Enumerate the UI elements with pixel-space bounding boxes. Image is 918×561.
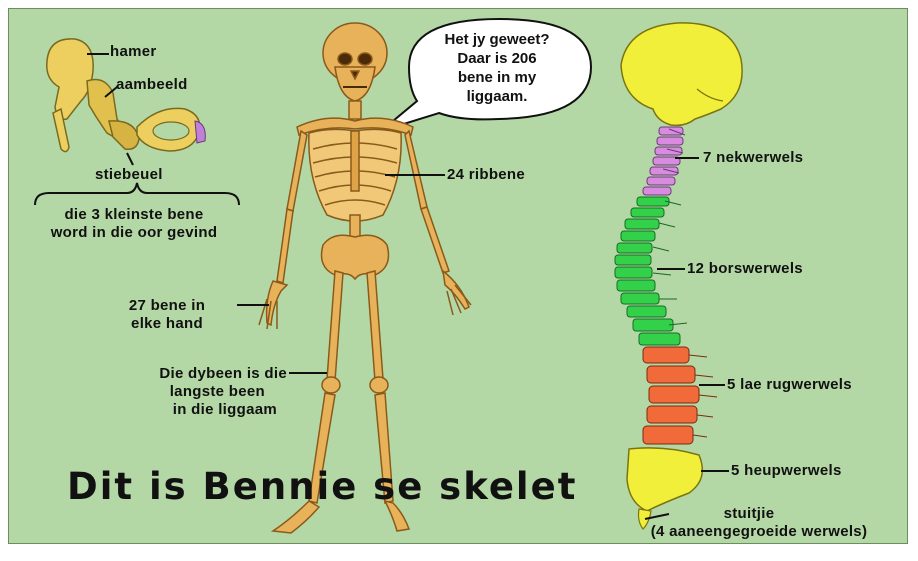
ear-caption: die 3 kleinste bene word in die oor gevi… — [9, 206, 259, 242]
label-hand-line1: 27 bene in — [97, 297, 237, 315]
label-femur-line2: langste been — [69, 383, 265, 401]
label-hand-line2: elke hand — [97, 315, 237, 333]
label-lumbar: 5 lae rugwerwels — [727, 376, 852, 394]
label-femur-line3: in die liggaam — [69, 401, 277, 419]
bubble-line4: liggaam. — [411, 87, 583, 106]
ear-caption-line1: die 3 kleinste bene — [9, 206, 259, 224]
ear-caption-line2: word in die oor gevind — [9, 224, 259, 242]
label-hand-bones: 27 bene in elke hand — [97, 297, 237, 333]
label-stirrup: stiebeuel — [95, 166, 163, 184]
label-ribs: 24 ribbene — [447, 166, 525, 184]
label-hammer: hamer — [110, 43, 157, 61]
label-coccyx: stuitjie (4 aaneengegroeide werwels) — [611, 505, 907, 541]
label-anvil: aambeeld — [116, 76, 188, 94]
label-sacrum: 5 heupwerwels — [731, 462, 842, 480]
bubble-text: Het jy geweet? Daar is 206 bene in my li… — [411, 30, 583, 106]
label-cervical: 7 nekwerwels — [703, 149, 803, 167]
diagram-title: Dit is Bennie se skelet — [67, 465, 577, 508]
label-coccyx-line1: stuitjie — [591, 505, 907, 523]
bubble-line3: bene in my — [411, 68, 583, 87]
label-femur-line1: Die dybeen is die — [69, 365, 287, 383]
label-coccyx-line2: (4 aaneengegroeide werwels) — [611, 523, 907, 541]
bubble-line2: Daar is 206 — [411, 49, 583, 68]
bubble-line1: Het jy geweet? — [411, 30, 583, 49]
label-thoracic: 12 borswerwels — [687, 260, 803, 278]
label-femur: Die dybeen is die langste been in die li… — [69, 365, 287, 419]
skeleton-diagram: hamer aambeeld stiebeuel die 3 kleinste … — [8, 8, 908, 544]
